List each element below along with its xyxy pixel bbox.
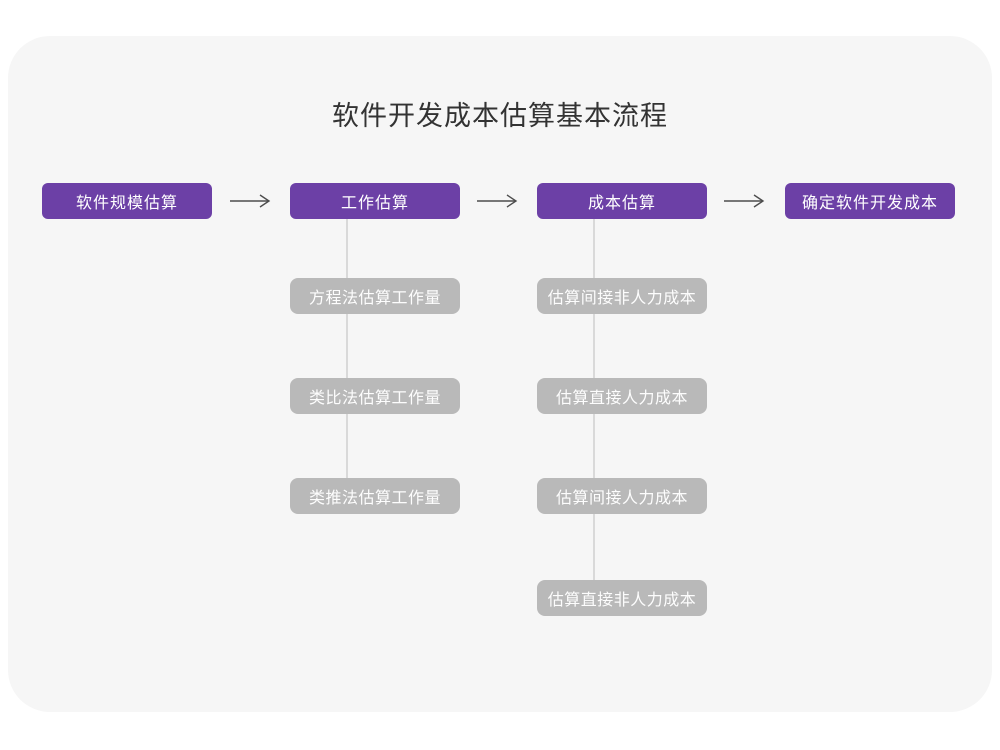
stage-software-size-estimation: 软件规模估算 [42,183,212,219]
arrow-right-icon [477,194,518,208]
connector-line-work-column [346,219,348,514]
stage-cost-estimation: 成本估算 [537,183,707,219]
stage-determine-software-dev-cost: 确定软件开发成本 [785,183,955,219]
child-extrapolation-method-workload: 类推法估算工作量 [290,478,460,514]
flowchart-card: 软件开发成本估算基本流程 软件规模估算 工作估算 成本估算 确定软件开发成本 方… [8,36,992,712]
child-indirect-labor-cost: 估算间接人力成本 [537,478,707,514]
child-direct-nonlabor-cost: 估算直接非人力成本 [537,580,707,616]
connector-line-cost-column [593,219,595,616]
stage-work-estimation: 工作估算 [290,183,460,219]
child-equation-method-workload: 方程法估算工作量 [290,278,460,314]
diagram-title: 软件开发成本估算基本流程 [332,101,668,131]
child-indirect-nonlabor-cost: 估算间接非人力成本 [537,278,707,314]
child-direct-labor-cost: 估算直接人力成本 [537,378,707,414]
arrow-right-icon [724,194,765,208]
arrow-right-icon [230,194,271,208]
child-analogy-method-workload: 类比法估算工作量 [290,378,460,414]
